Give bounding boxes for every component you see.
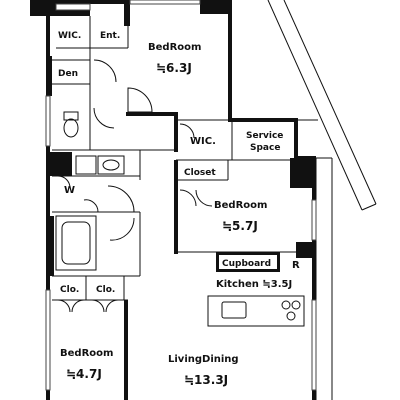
closet-label: Closet — [184, 168, 216, 178]
kitchen-counter — [207, 295, 305, 327]
living-dining-size: ≒13.3J — [184, 373, 228, 387]
bedroom2-size: ≒5.7J — [222, 219, 258, 233]
room-labels: WIC. Ent. BedRoom ≒6.3J Den WIC. Service… — [58, 31, 300, 387]
fixtures — [55, 111, 305, 327]
bedroom1-name: BedRoom — [148, 42, 201, 53]
bathtub-icon — [55, 215, 97, 271]
closet1-label: Clo. — [60, 285, 79, 295]
wic-mid-label: WIC. — [190, 136, 216, 147]
entrance-label: Ent. — [100, 31, 120, 41]
bedroom1-size: ≒6.3J — [156, 61, 192, 75]
bedroom3-name: BedRoom — [60, 348, 113, 359]
den-label: Den — [58, 69, 78, 79]
kitchen-label: Kitchen ≒3.5J — [216, 279, 292, 290]
stove-icon — [281, 300, 301, 321]
doors — [57, 59, 213, 313]
living-dining-name: LivingDining — [168, 354, 239, 365]
sink-icon — [97, 155, 125, 175]
balcony — [267, 0, 377, 400]
closet2-label: Clo. — [96, 285, 115, 295]
toilet-icon — [63, 111, 79, 138]
cupboard-label: Cupboard — [222, 259, 271, 269]
bedroom2-name: BedRoom — [214, 200, 267, 211]
windows — [45, 0, 317, 391]
service-space-line1: Service — [246, 131, 283, 141]
bedroom3-size: ≒4.7J — [66, 367, 102, 381]
wic-top-label: WIC. — [58, 31, 81, 41]
service-space-line2: Space — [250, 143, 280, 153]
washroom-label: W — [64, 185, 75, 196]
refrigerator-label: R — [292, 260, 300, 271]
interior-walls — [52, 4, 296, 400]
